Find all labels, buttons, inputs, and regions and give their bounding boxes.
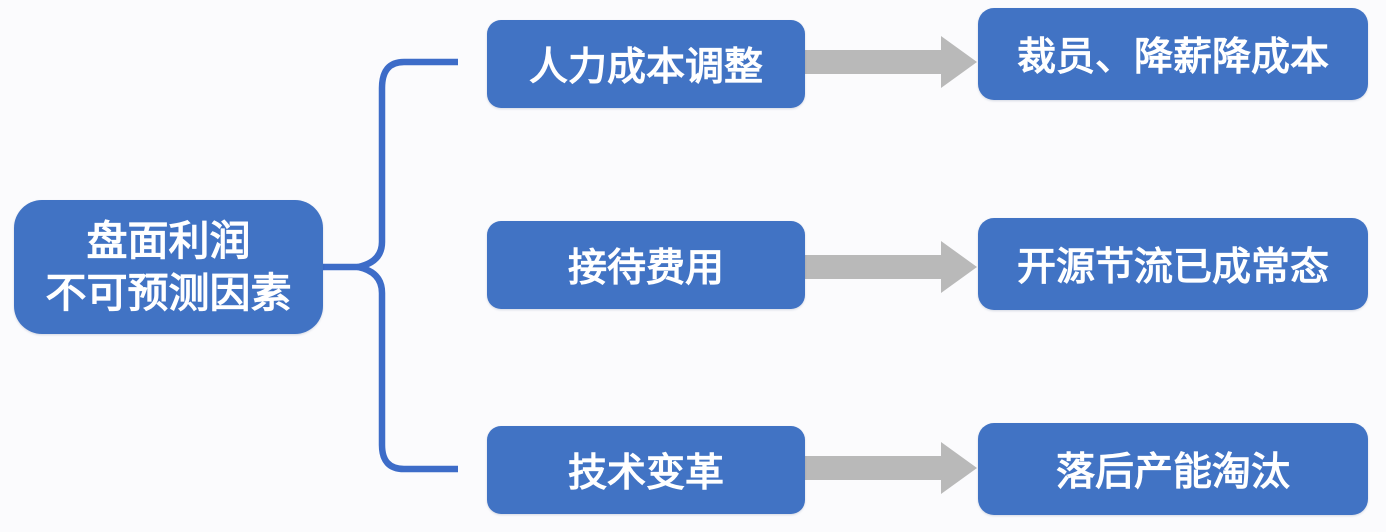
cause-node-label: 人力成本调整 [528,46,763,89]
right-arrow-icon-row3 [804,442,977,494]
right-arrow-icon-row2 [804,241,977,293]
effect-node-layoffs: 裁员、降薪降成本 [978,8,1368,100]
cause-node-label: 技术变革 [567,452,724,495]
effect-node-cost-saving: 开源节流已成常态 [978,218,1368,310]
cause-node-label: 接待费用 [567,247,724,290]
root-node-label-line2: 不可预测因素 [45,270,292,316]
effect-node-label: 开源节流已成常态 [1016,246,1329,289]
root-node: 盘面利润 不可预测因素 [14,200,323,334]
cause-node-tech-change: 技术变革 [487,426,805,514]
effect-node-label: 落后产能淘汰 [1055,451,1290,494]
root-node-label-line1: 盘面利润 [86,218,251,264]
right-arrow-icon-row1 [804,36,977,88]
cause-node-labor-cost: 人力成本调整 [487,20,805,108]
effect-node-label: 裁员、降薪降成本 [1016,36,1329,79]
effect-node-capacity-elimination: 落后产能淘汰 [978,423,1368,515]
cause-node-reception-expense: 接待费用 [487,221,805,309]
curly-brace-connector-icon [354,58,458,473]
